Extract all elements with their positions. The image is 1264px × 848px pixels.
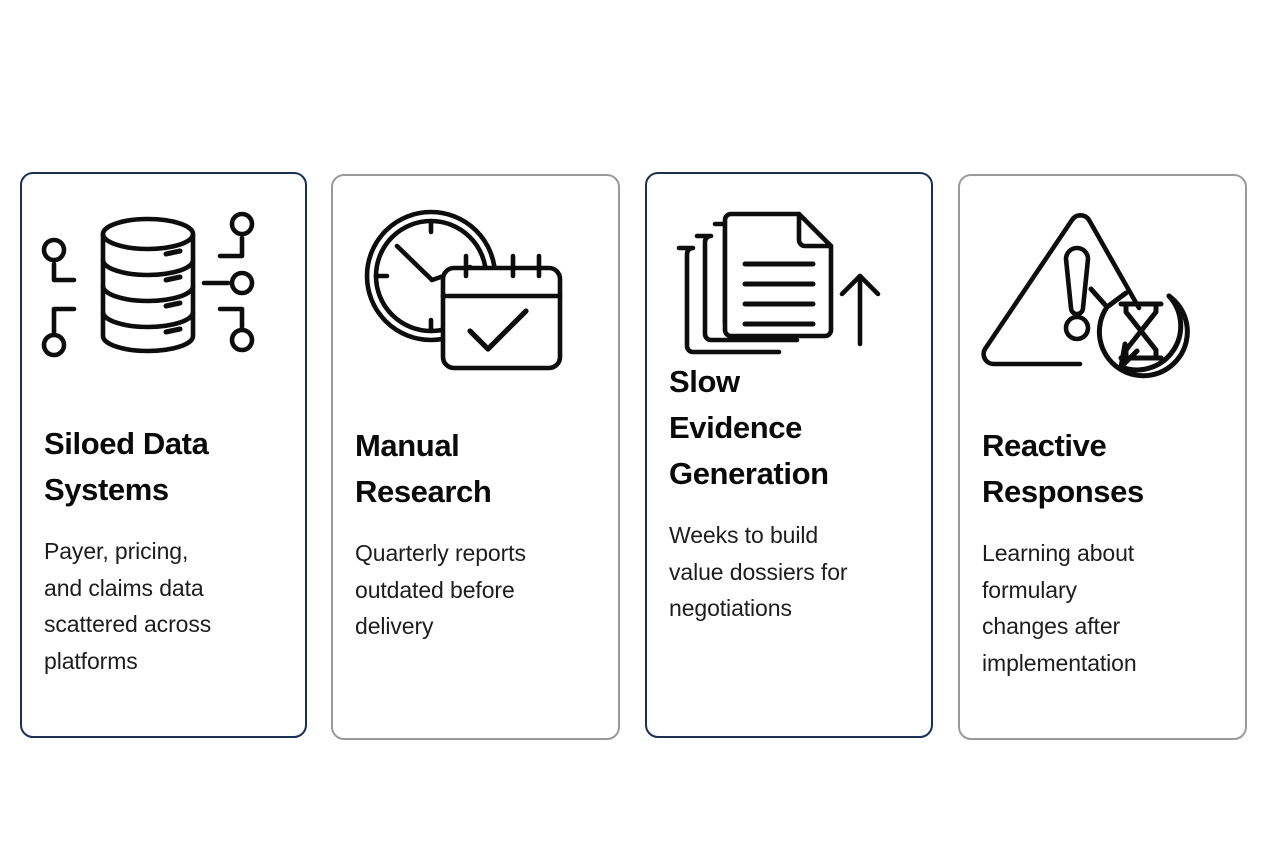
document-stack-arrow-up-icon xyxy=(647,174,931,359)
card-title: Manual Research xyxy=(355,428,492,509)
card-body: Payer, pricing, and claims data scattere… xyxy=(44,538,212,674)
card-body: Quarterly reports outdated before delive… xyxy=(355,540,526,639)
card-siloed-data-systems[interactable]: Siloed Data Systems Payer, pricing, and … xyxy=(20,172,307,738)
clock-calendar-icon xyxy=(333,176,618,392)
database-network-icon xyxy=(22,174,305,390)
card-reactive-responses[interactable]: Reactive Responses Learning about formul… xyxy=(958,174,1247,740)
card-title: Siloed Data Systems xyxy=(44,426,209,507)
card-title: Reactive Responses xyxy=(982,428,1144,509)
card-body: Learning about formulary changes after i… xyxy=(982,540,1137,676)
card-text-area: Slow Evidence Generation Weeks to build … xyxy=(647,359,931,736)
card-text-area: Reactive Responses Learning about formul… xyxy=(960,392,1245,738)
card-text-area: Manual Research Quarterly reports outdat… xyxy=(333,392,618,738)
card-slow-evidence-generation[interactable]: Slow Evidence Generation Weeks to build … xyxy=(645,172,933,738)
card-body: Weeks to build value dossiers for negoti… xyxy=(669,522,848,621)
card-manual-research[interactable]: Manual Research Quarterly reports outdat… xyxy=(331,174,620,740)
card-text-area: Siloed Data Systems Payer, pricing, and … xyxy=(22,390,305,736)
card-title: Slow Evidence Generation xyxy=(669,364,829,491)
warning-hourglass-refresh-icon xyxy=(960,176,1245,392)
